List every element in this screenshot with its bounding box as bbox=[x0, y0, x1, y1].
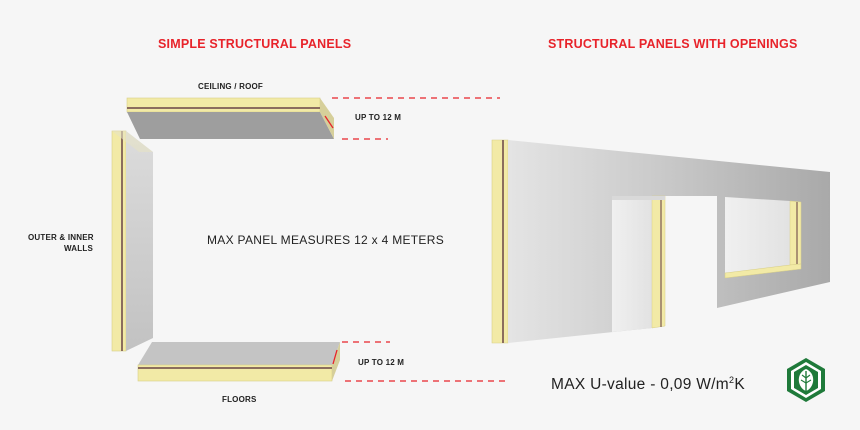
dimension-lines bbox=[332, 97, 505, 382]
u-value-prefix: MAX U-value - 0,09 W/m bbox=[551, 376, 730, 394]
floor-panel bbox=[137, 342, 340, 382]
short-dimension-marks bbox=[324, 115, 338, 365]
ceiling-panel bbox=[126, 97, 334, 139]
u-value-suffix: K bbox=[734, 376, 745, 394]
heading-panels-with-openings: STRUCTURAL PANELS WITH OPENINGS bbox=[548, 37, 798, 51]
wall-panel bbox=[111, 130, 153, 352]
label-outer-inner: OUTER & INNER bbox=[28, 233, 94, 242]
label-up-to-top: UP TO 12 M bbox=[355, 113, 402, 122]
heading-simple-panels: SIMPLE STRUCTURAL PANELS bbox=[158, 37, 352, 51]
leaf-hexagon-logo-icon bbox=[787, 358, 825, 402]
label-walls: WALLS bbox=[64, 244, 93, 253]
wall-with-openings bbox=[491, 139, 830, 344]
u-value-superscript: 2 bbox=[729, 375, 735, 385]
window-opening bbox=[725, 197, 790, 273]
label-floors: FLOORS bbox=[222, 395, 257, 404]
door-opening bbox=[612, 196, 652, 332]
label-up-to-bottom: UP TO 12 M bbox=[358, 358, 405, 367]
label-ceiling-roof: CEILING / ROOF bbox=[198, 82, 264, 91]
u-value-caption: MAX U-value - 0,09 W/m2K bbox=[551, 375, 745, 394]
max-panel-measures-note: MAX PANEL MEASURES 12 x 4 METERS bbox=[207, 233, 444, 247]
